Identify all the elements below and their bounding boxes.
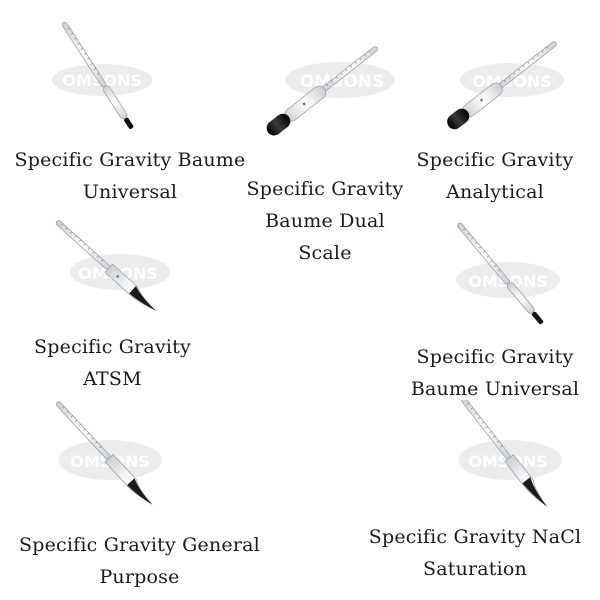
hydrometer-pointed-bulb-icon: OMSONS <box>458 400 562 507</box>
hydrometer-round-bulb-icon: OMSONS <box>447 41 564 130</box>
product-caption[interactable]: Specific Gravity Baume Dual Scale <box>246 178 404 264</box>
product-1[interactable]: OMSONS Specific Gravity Baume Universal <box>0 0 260 210</box>
hydrometer-pointed-bulb-icon: OMSONS <box>55 220 170 312</box>
product-6[interactable]: OMSONS Specific Gravity General Purpose <box>0 395 270 600</box>
product-caption[interactable]: Specific Gravity NaCl Saturation <box>368 526 582 580</box>
hydrometer-thin-stem-icon: OMSONS <box>52 21 152 129</box>
product-caption[interactable]: Specific Gravity General Purpose <box>19 534 260 588</box>
product-2[interactable]: OMSONS Specific Gravity Baume Dual Scale <box>230 20 420 270</box>
product-3[interactable]: OMSONS Specific Gravity Analytical <box>400 10 590 220</box>
product-caption[interactable]: Specific Gravity Baume Universal <box>410 346 580 400</box>
hydrometer-pointed-bulb-icon: OMSONS <box>55 401 162 506</box>
product-4[interactable]: OMSONS Specific Gravity ATSM <box>20 205 220 395</box>
product-caption[interactable]: Specific Gravity ATSM <box>34 336 191 390</box>
hydrometer-round-bulb-icon: OMSONS <box>266 46 395 136</box>
product-caption[interactable]: Specific Gravity Analytical <box>416 149 574 203</box>
product-caption[interactable]: Specific Gravity Baume Universal <box>14 149 246 203</box>
product-7[interactable]: OMSONS Specific Gravity NaCl Saturation <box>355 395 595 600</box>
product-5[interactable]: OMSONS Specific Gravity Baume Universal <box>395 215 600 405</box>
hydrometer-thin-stem-icon: OMSONS <box>456 222 560 325</box>
